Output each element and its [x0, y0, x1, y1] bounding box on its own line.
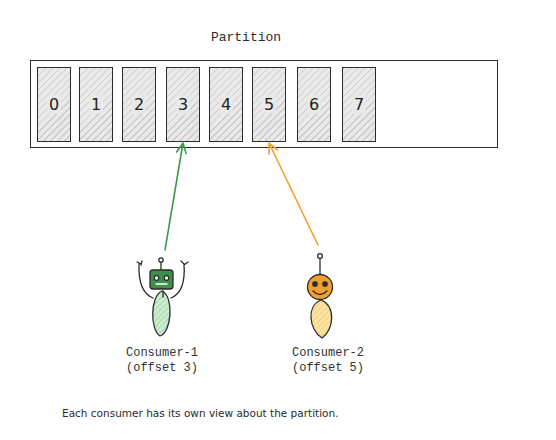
offset-cell: 4	[209, 67, 243, 142]
offset-cell: 0	[37, 67, 71, 142]
offset-number: 4	[219, 95, 233, 114]
offset-number: 3	[176, 95, 190, 114]
partition-box: Partition01234567	[30, 60, 498, 148]
offset-number: 7	[352, 95, 366, 114]
diagram-caption: Each consumer has its own view about the…	[62, 407, 532, 419]
offset-number: 1	[89, 95, 103, 114]
consumer-label: Consumer-1 (offset 3)	[112, 346, 212, 376]
partition-title: Partition	[196, 30, 296, 45]
offset-cell: 3	[166, 67, 200, 142]
consumer-label: Consumer-2 (offset 5)	[278, 346, 378, 376]
consumer-node: Consumer-1 (offset 3)	[112, 250, 212, 380]
offset-number: 2	[132, 95, 146, 114]
offset-cell: 2	[122, 67, 156, 142]
robot-two	[308, 254, 333, 338]
offset-cell: 7	[342, 67, 376, 142]
consumer-node: Consumer-2 (offset 5)	[278, 245, 378, 380]
robot-one	[137, 258, 188, 336]
offset-number: 0	[47, 95, 61, 114]
offset-number: 5	[262, 95, 276, 114]
offset-cell: 1	[79, 67, 113, 142]
pointer-arrow	[269, 143, 318, 245]
offset-cell: 6	[297, 67, 331, 142]
pointer-arrow	[165, 143, 186, 250]
offset-number: 6	[307, 95, 321, 114]
offset-cell: 5	[252, 67, 286, 142]
